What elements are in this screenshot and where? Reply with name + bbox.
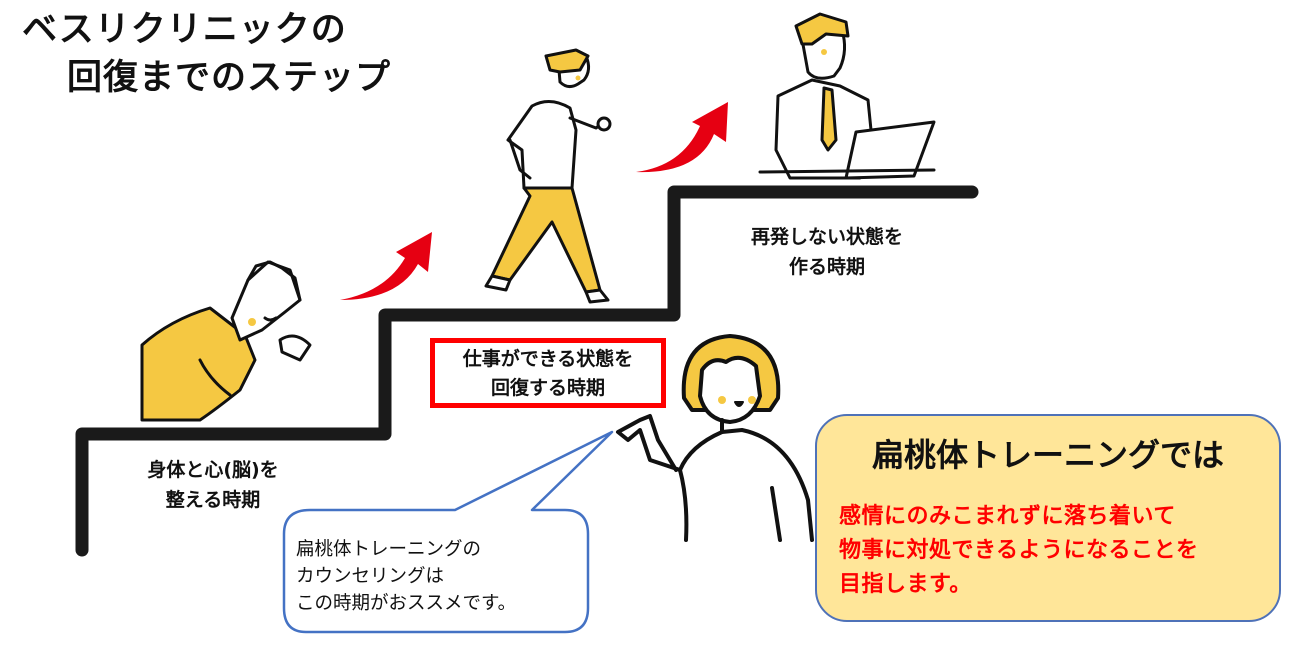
bubble-line-1: 扁桃体トレーニングの — [296, 539, 482, 560]
person-walking-icon — [484, 48, 612, 304]
bubble-line-3: この時期がおススメです。 — [296, 593, 517, 614]
page-title: ベスリクリニックの 回復までのステップ — [22, 6, 391, 102]
step-1-label-line-2: 整える時期 — [165, 489, 261, 511]
info-body-line-1: 感情にのみこまれずに落ち着いて — [839, 504, 1176, 529]
person-exhausted-icon — [140, 260, 312, 422]
info-box-body: 感情にのみこまれずに落ち着いて 物事に対処できるようになることを 目指します。 — [839, 500, 1199, 602]
step-1-label: 身体と心(脳)を 整える時期 — [118, 455, 308, 515]
speech-bubble — [282, 430, 614, 634]
speech-bubble-text: 扁桃体トレーニングの カウンセリングは この時期がおススメです。 — [296, 536, 516, 617]
arrow-up-right-icon — [340, 232, 432, 300]
step-3-label-line-1: 再発しない状態を — [750, 226, 903, 248]
info-body-line-2: 物事に対処できるようになることを — [839, 538, 1199, 563]
step-3-label: 再発しない状態を 作る時期 — [722, 222, 932, 282]
bubble-line-2: カウンセリングは — [296, 566, 445, 587]
step-2-label-line-1: 仕事ができる状態を — [462, 348, 634, 370]
step-1-label-line-1: 身体と心(脳)を — [147, 459, 279, 481]
info-box-heading: 扁桃体トレーニングでは — [871, 436, 1224, 474]
step-2-label-highlighted: 仕事ができる状態を 回復する時期 — [430, 338, 666, 408]
step-3-label-line-2: 作る時期 — [788, 256, 865, 278]
staircase-line — [75, 185, 979, 557]
info-body-line-3: 目指します。 — [839, 572, 972, 597]
person-working-laptop-icon — [758, 12, 936, 180]
step-2-label-line-2: 回復する時期 — [490, 377, 605, 399]
arrow-up-right-icon — [636, 102, 728, 173]
title-line-1: ベスリクリニックの — [22, 10, 347, 50]
title-line-2: 回復までのステップ — [67, 58, 392, 98]
woman-pointing-icon — [616, 334, 814, 542]
info-box: 扁桃体トレーニングでは 感情にのみこまれずに落ち着いて 物事に対処できるようにな… — [815, 414, 1281, 622]
